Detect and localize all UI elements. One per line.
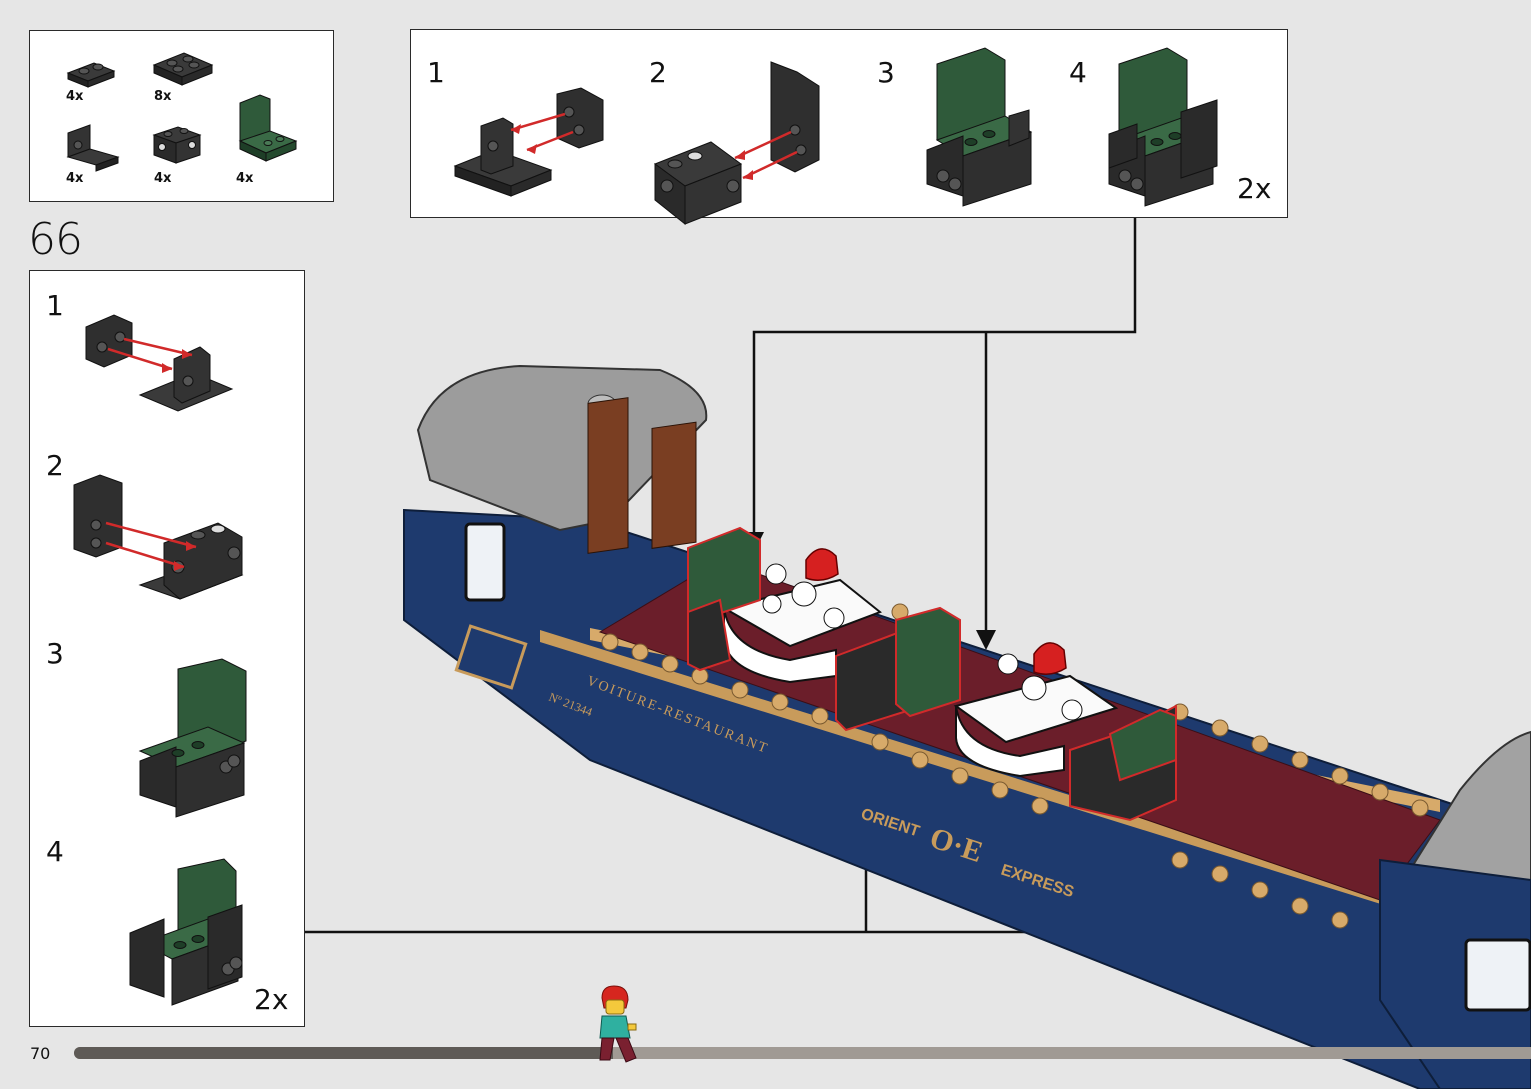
car-roof bbox=[416, 364, 708, 532]
left-step-4-label: 4 bbox=[46, 835, 64, 868]
next-car-roof bbox=[1408, 730, 1531, 902]
gold-stripe bbox=[540, 630, 1400, 910]
bracket-1x2-icon bbox=[66, 124, 120, 172]
part-qty-4: 4x bbox=[154, 171, 172, 186]
dining-table-2 bbox=[953, 642, 1119, 778]
name-plate bbox=[454, 624, 528, 690]
part-qty-1: 4x bbox=[66, 89, 84, 104]
green-seat-icon bbox=[238, 94, 298, 162]
next-car-body bbox=[1379, 858, 1531, 1089]
brick-assembly-arrow-icon bbox=[73, 474, 244, 600]
seat-with-armrests-icon bbox=[129, 858, 243, 1006]
sub-step-1-label: 1 bbox=[427, 56, 445, 89]
seat-with-armrests-icon bbox=[1108, 47, 1218, 207]
left-step-1-label: 1 bbox=[46, 289, 64, 322]
part-qty-3: 4x bbox=[66, 171, 84, 186]
left-step-3-label: 3 bbox=[46, 637, 64, 670]
door-right bbox=[651, 421, 697, 549]
part-qty-2: 8x bbox=[154, 89, 172, 104]
plate-1x2-icon bbox=[66, 62, 116, 88]
red-outlined-seat-2 bbox=[1069, 704, 1177, 822]
arrowhead-down-2 bbox=[976, 630, 996, 650]
brick-side-studs-icon bbox=[152, 126, 202, 164]
progress-track bbox=[74, 1047, 1531, 1059]
multiplier-top: 2x bbox=[1237, 172, 1272, 205]
bracket-assembly-arrow-icon bbox=[453, 87, 604, 197]
minifigure-progress-icon bbox=[599, 985, 637, 1063]
car-window bbox=[464, 522, 506, 602]
parts-list-box: 4x 8x 4x 4x 4x bbox=[29, 30, 334, 202]
multiplier-left: 2x bbox=[254, 983, 289, 1016]
plate-2x2-icon bbox=[152, 52, 214, 86]
step-number: 66 bbox=[28, 214, 83, 265]
seat-assembly-icon bbox=[926, 47, 1033, 207]
bracket-assembly-arrow-icon bbox=[85, 314, 234, 412]
left-step-2-label: 2 bbox=[46, 449, 64, 482]
sub-assembly-left: 1 2 3 4 bbox=[29, 270, 305, 1027]
sub-step-2-label: 2 bbox=[649, 56, 667, 89]
sub-step-4-label: 4 bbox=[1069, 56, 1087, 89]
sub-step-3-label: 3 bbox=[877, 56, 895, 89]
next-car-window bbox=[1464, 938, 1531, 1012]
progress-fill bbox=[74, 1047, 614, 1059]
seat-assembly-icon bbox=[138, 658, 247, 818]
brick-assembly-arrow-icon bbox=[653, 61, 820, 226]
door-left bbox=[587, 397, 629, 554]
floor-studs bbox=[601, 603, 1429, 929]
red-outlined-seat-1 bbox=[687, 526, 761, 672]
part-qty-5: 4x bbox=[236, 171, 254, 186]
sub-assembly-top: 1 2 3 4 bbox=[410, 29, 1288, 226]
red-outlined-seat-pair bbox=[835, 606, 961, 732]
page-number: 70 bbox=[30, 1044, 51, 1063]
dining-table-1 bbox=[721, 548, 882, 684]
